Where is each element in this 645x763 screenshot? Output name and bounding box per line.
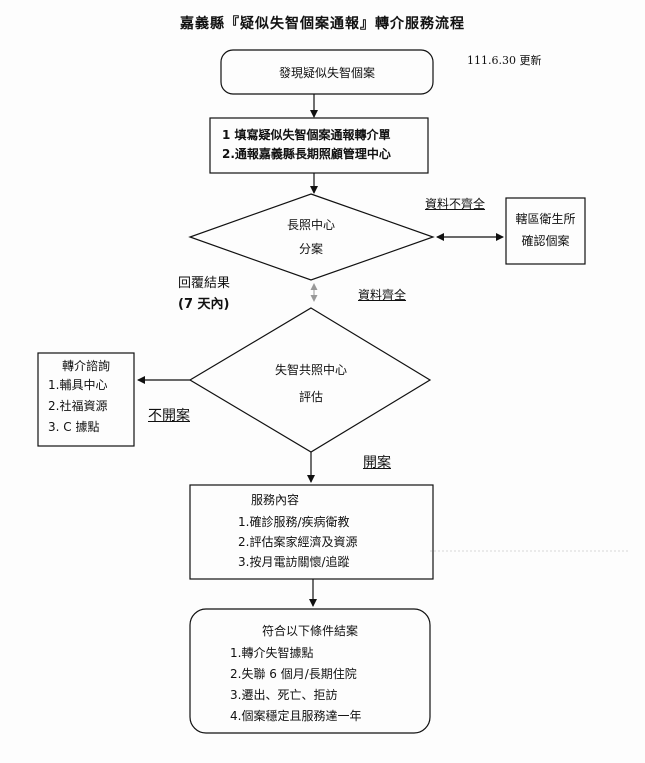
ltc-label-1: 長照中心 <box>286 218 335 232</box>
not-open-label: 不開案 <box>148 408 190 424</box>
open-label: 開案 <box>363 455 391 471</box>
service-item-2: 2.評估案家經濟及資源 <box>238 535 358 549</box>
referral-item-3: 3. C 據點 <box>48 420 100 434</box>
health-label-2: 確認個案 <box>521 234 570 248</box>
close-box <box>189 608 431 734</box>
referral-box <box>37 352 135 447</box>
report-step-2: 2.通報嘉義縣長期照顧管理中心 <box>222 147 391 161</box>
dementia-diamond <box>188 307 432 453</box>
close-title: 符合以下條件結案 <box>261 624 358 638</box>
service-title: 服務內容 <box>250 493 299 507</box>
close-item-4: 4.個案穩定且服務達一年 <box>230 709 362 723</box>
report-box <box>209 117 429 174</box>
service-item-3: 3.按月電訪關懷/追蹤 <box>238 555 350 569</box>
complete-label: 資料齊全 <box>358 288 407 302</box>
close-item-3: 3.遷出、死亡、拒訪 <box>230 688 338 702</box>
dementia-label-1: 失智共照中心 <box>274 363 347 377</box>
reply-days-label: (7 天內) <box>178 297 230 312</box>
referral-item-1: 1.輔具中心 <box>48 378 108 392</box>
service-box <box>189 484 434 580</box>
referral-item-2: 2.社福資源 <box>48 399 108 413</box>
dementia-label-2: 評估 <box>298 390 323 404</box>
close-item-2: 2.失聯 6 個月/長期住院 <box>230 667 357 681</box>
reply-label: 回覆結果 <box>178 276 231 291</box>
close-item-1: 1.轉介失智據點 <box>230 646 314 660</box>
discover-label: 發現疑似失智個案 <box>278 66 375 80</box>
health-label-1: 轄區衛生所 <box>515 212 576 226</box>
ltc-label-2: 分案 <box>298 242 323 256</box>
update-date: 111.6.30 更新 <box>467 54 542 67</box>
report-step-1: 1 填寫疑似失智個案通報轉介單 <box>222 128 391 142</box>
page-title: 嘉義縣『疑似失智個案通報』轉介服務流程 <box>180 16 465 32</box>
ltc-diamond <box>188 193 435 281</box>
health-box <box>505 197 586 265</box>
discover-box <box>220 49 434 95</box>
incomplete-label: 資料不齊全 <box>425 197 486 211</box>
referral-title: 轉介諮詢 <box>61 359 110 373</box>
service-item-1: 1.確診服務/疾病衛教 <box>238 515 350 529</box>
